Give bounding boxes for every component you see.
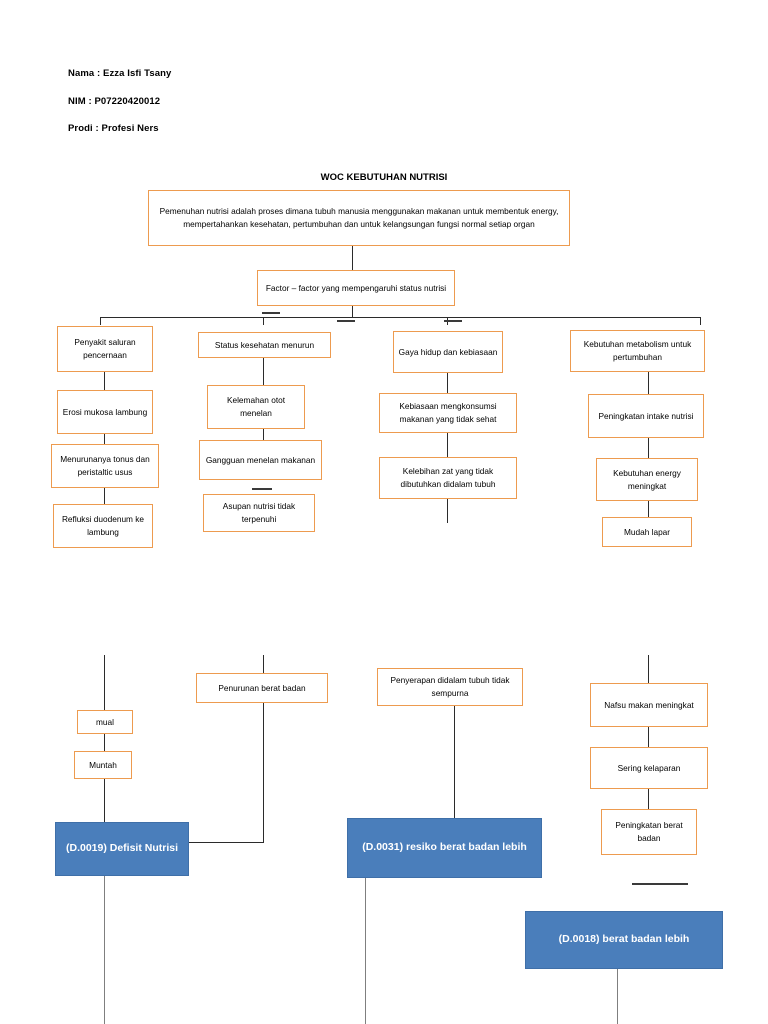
node-col3-kelebihan-zat: Kelebihan zat yang tidak dibutuhkan dida… [379,457,517,499]
node-col2-b2-label: Kelemahan otot menelan [226,395,286,418]
node-col4-mudah-lapar: Mudah lapar [602,517,692,547]
connector-drop-to-penurunan-bb [263,655,265,673]
connector-mual-muntah [104,734,106,751]
connector-col1-b3-b4 [104,488,106,504]
connector-bus-to-col4 [700,317,702,325]
dash-mark-peningkatan-bb [632,883,688,885]
connector-col4-b1-b2 [648,372,650,394]
node-penyerapan-tidak-sempurna: Penyerapan didalam tubuh tidak sempurna [377,668,523,706]
node-penurunan-berat-badan-label: Penurunan berat badan [218,682,306,693]
connector-penurunan-bb-to-d0019 [188,842,264,844]
connector-d0019-down [104,876,106,1024]
node-col1-b1-label: Penyakit saluran pencernaan [74,337,136,360]
dash-mark-bus-1 [262,312,280,314]
node-col3-b3-label: Kelebihan zat yang tidak dibutuhkan dida… [400,466,496,489]
node-col2-gangguan-menelan-makanan: Gangguan menelan makanan [199,440,322,480]
node-factors: Factor – factor yang mempengaruhi status… [257,270,455,306]
dash-mark-bus-3 [444,320,462,322]
node-col4-b3-label: Kebutuhan energy meningkat [613,467,681,491]
node-peningkatan-berat-badan: Peningkatan berat badan [601,809,697,855]
connector-col1-b1-b2 [104,372,106,390]
node-col3-kebiasaan-mengkonsumsi: Kebiasaan mengkonsumsi makanan yang tida… [379,393,517,433]
node-col2-b1-label: Status kesehatan menurun [214,339,315,350]
node-diagnosis-d0031: (D.0031) resiko berat badan lebih [347,818,542,878]
connector-col2-b1-b2 [263,358,265,385]
connector-muntah-to-d0019 [104,779,106,822]
connector-bus-to-col2 [263,317,265,325]
node-col1-refluksi-duodenum: Refluksi duodenum ke lambung [53,504,153,548]
dash-mark-col2 [252,488,272,490]
connector-col3-b2-b3 [447,433,449,457]
connector-d0018-down [617,969,619,1024]
node-nafsu-makan-label: Nafsu makan meningkat [604,699,694,710]
node-diagnosis-d0019: (D.0019) Defisit Nutrisi [55,822,189,876]
node-mual: mual [77,710,133,734]
node-col2-b3-label: Gangguan menelan makanan [205,454,316,465]
page-title: WOC KEBUTUHAN NUTRISI [320,172,448,183]
connector-factors-horizontal-bus [100,317,700,319]
connector-col1-b2-b3 [104,434,106,444]
node-col1-penyakit-saluran-pencernaan: Penyakit saluran pencernaan [57,326,153,372]
connector-col2-b2-b3 [263,429,265,440]
node-intro-definition-label: Pemenuhan nutrisi adalah proses dimana t… [159,206,559,229]
connector-col4-b3-b4 [648,501,650,517]
node-col4-peningkatan-intake-nutrisi: Peningkatan intake nutrisi [588,394,704,438]
node-col1-b2-label: Erosi mukosa lambung [62,406,148,417]
node-intro-definition: Pemenuhan nutrisi adalah proses dimana t… [148,190,570,246]
node-col4-b4-label: Mudah lapar [623,526,671,537]
node-col4-kebutuhan-metabolism: Kebutuhan metabolism untuk pertumbuhan [570,330,705,372]
connector-sering-kelaparan-peningkatan-bb [648,789,650,809]
node-sering-kelaparan-label: Sering kelaparan [617,762,681,773]
connector-penyerapan-to-d0031 [454,706,456,818]
node-penyerapan-label: Penyerapan didalam tubuh tidak sempurna [390,675,510,698]
node-col2-asupan-nutrisi-tidak-terpenuhi: Asupan nutrisi tidak terpenuhi [203,494,315,532]
node-peningkatan-berat-badan-label: Peningkatan berat badan [615,820,683,843]
node-col1-erosi-mukosa-lambung: Erosi mukosa lambung [57,390,153,434]
connector-nafsu-makan-sering-kelaparan [648,727,650,747]
node-col2-kelemahan-otot-menelan: Kelemahan otot menelan [207,385,305,429]
connector-intro-to-factors [352,246,354,270]
node-col4-b2-label: Peningkatan intake nutrisi [598,410,694,421]
connector-d0031-down [365,878,367,1024]
node-col3-b1-label: Gaya hidup dan kebiasaan [398,346,498,357]
node-diagnosis-d0019-label: (D.0019) Defisit Nutrisi [65,842,179,855]
node-col2-b4-label: Asupan nutrisi tidak terpenuhi [222,501,296,524]
connector-drop-to-mual [104,655,106,710]
node-diagnosis-d0018-label: (D.0018) berat badan lebih [558,933,690,946]
node-diagnosis-d0018: (D.0018) berat badan lebih [525,911,723,969]
node-factors-label: Factor – factor yang mempengaruhi status… [265,282,447,293]
connector-drop-to-nafsu-makan [648,655,650,683]
student-name-line: Nama : Ezza Isfi Tsany [68,68,172,79]
node-nafsu-makan-meningkat: Nafsu makan meningkat [590,683,708,727]
node-col1-b3-label: Menurunanya tonus dan peristaltic usus [60,454,150,477]
dash-mark-bus-2 [337,320,355,322]
node-sering-kelaparan: Sering kelaparan [590,747,708,789]
connector-bus-to-col1 [100,317,102,325]
student-nim-line: NIM : P07220420012 [68,96,161,107]
student-prodi-line: Prodi : Profesi Ners [68,123,159,134]
connector-col3-b3-down [447,499,449,523]
node-muntah-label: Muntah [89,759,117,770]
node-col3-gaya-hidup-dan-kebiasaan: Gaya hidup dan kebiasaan [393,331,503,373]
node-col3-b2-label: Kebiasaan mengkonsumsi makanan yang tida… [399,401,497,424]
node-diagnosis-d0031-label: (D.0031) resiko berat badan lebih [362,841,527,854]
node-penurunan-berat-badan: Penurunan berat badan [196,673,328,703]
node-muntah: Muntah [74,751,132,779]
node-col4-kebutuhan-energy-meningkat: Kebutuhan energy meningkat [596,458,698,501]
node-col1-menurunanya-tonus: Menurunanya tonus dan peristaltic usus [51,444,159,488]
connector-col4-b2-b3 [648,438,650,458]
connector-factors-down [352,306,354,317]
node-col1-b4-label: Refluksi duodenum ke lambung [61,514,145,537]
node-mual-label: mual [96,716,114,727]
node-col4-b1-label: Kebutuhan metabolism untuk pertumbuhan [583,339,692,362]
node-col2-status-kesehatan-menurun: Status kesehatan menurun [198,332,331,358]
connector-penurunan-bb-down [263,703,265,842]
connector-col3-b1-b2 [447,373,449,393]
